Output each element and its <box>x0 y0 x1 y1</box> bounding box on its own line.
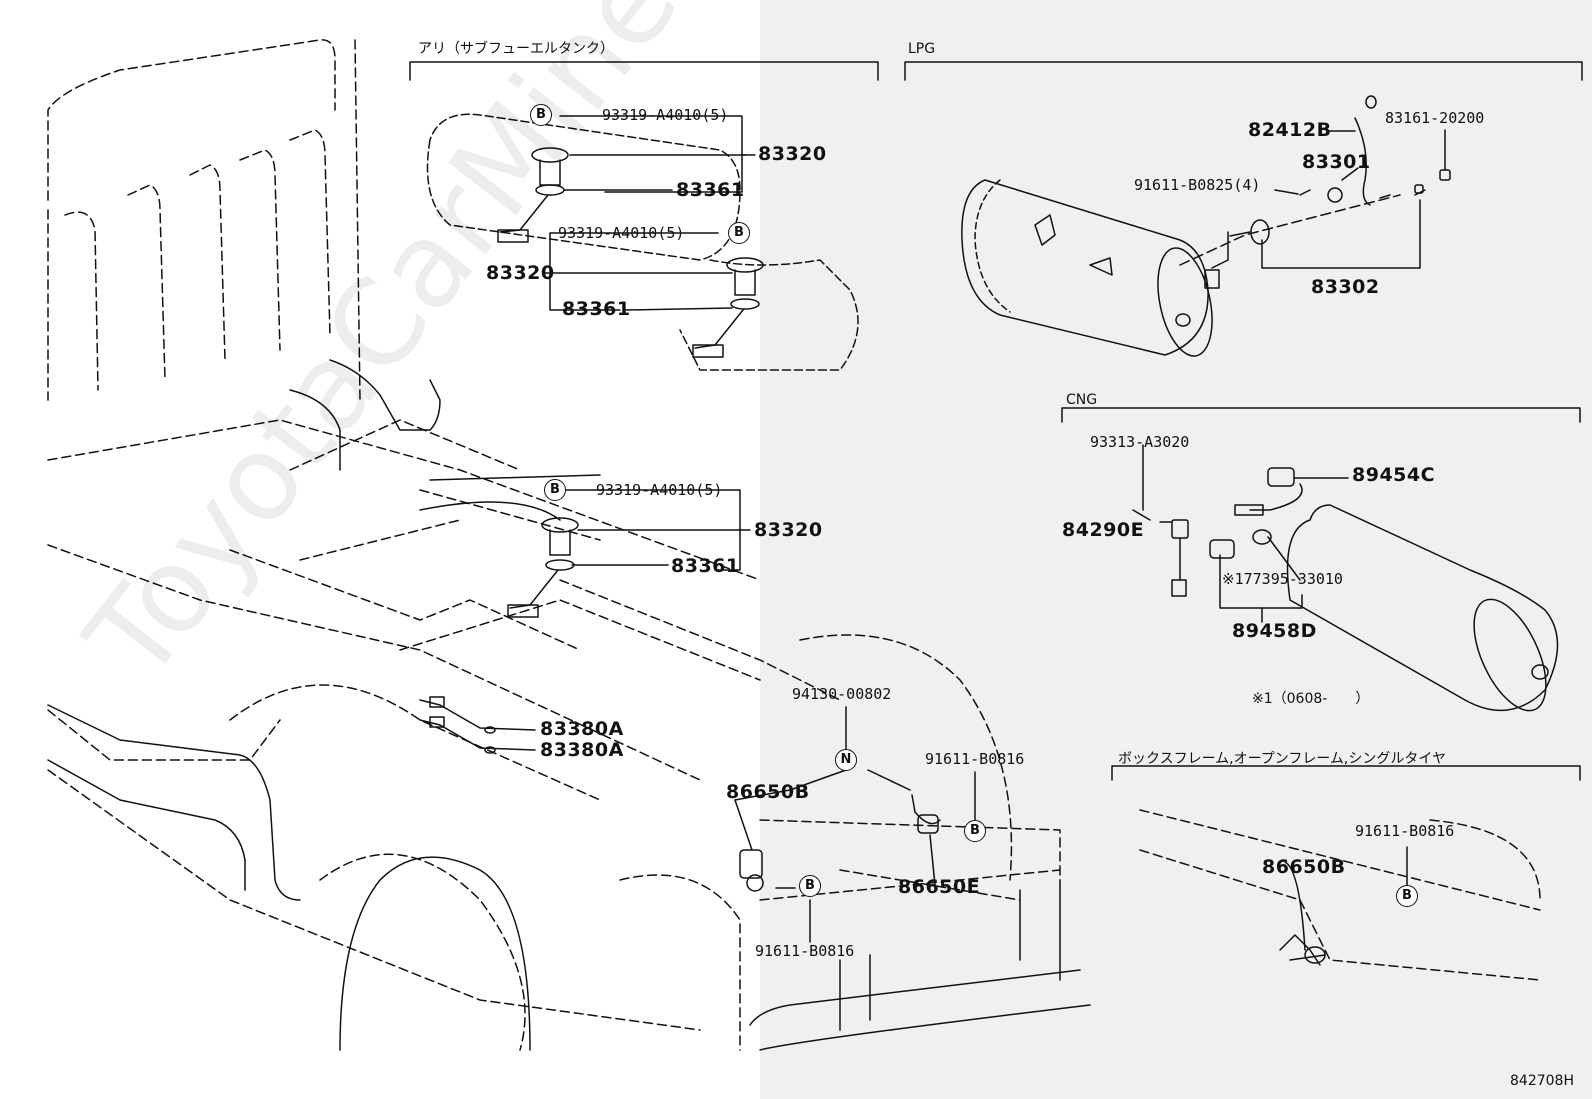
part-label: 83361 <box>676 179 745 201</box>
part-label: 83380A <box>540 739 624 761</box>
section-box-frame: ボックスフレーム,オープンフレーム,シングルタイヤ <box>1118 751 1446 767</box>
marker-b: B <box>799 875 821 897</box>
note: ※1（0608- ） <box>1252 691 1370 707</box>
marker-b: B <box>530 104 552 126</box>
section-lpg: LPG <box>908 41 936 57</box>
part-label: 83361 <box>562 298 631 320</box>
part-label: ※177395-33010 <box>1222 570 1343 588</box>
part-label: 83320 <box>758 143 827 165</box>
part-label: 83320 <box>486 262 555 284</box>
part-label: 89454C <box>1352 464 1436 486</box>
figure-code: 842708H <box>1510 1073 1574 1089</box>
part-label: 86650B <box>726 781 810 803</box>
shaded-panel <box>760 0 1592 1099</box>
marker-b: B <box>728 222 750 244</box>
part-label: 93319-A4010(5) <box>602 106 729 124</box>
part-label: 86650E <box>898 876 981 898</box>
marker-b: B <box>964 820 986 842</box>
part-label: 82412B <box>1248 119 1332 141</box>
part-label: 91611-B0825(4) <box>1134 176 1261 194</box>
part-label: 83301 <box>1302 151 1371 173</box>
part-label: 94130-00802 <box>792 685 892 703</box>
part-label: 93313-A3020 <box>1090 433 1190 451</box>
part-label: 91611-B0816 <box>1355 822 1455 840</box>
part-label: 83320 <box>754 519 823 541</box>
part-label: 91611-B0816 <box>755 942 855 960</box>
marker-n: N <box>835 749 857 771</box>
part-label: 84290E <box>1062 519 1145 541</box>
marker-b: B <box>1396 885 1418 907</box>
part-label: 89458D <box>1232 620 1317 642</box>
part-label: 93319-A4010(5) <box>558 224 685 242</box>
section-cng: CNG <box>1066 392 1098 408</box>
part-label: 91611-B0816 <box>925 750 1025 768</box>
part-label: 83361 <box>671 555 740 577</box>
part-label: 86650B <box>1262 856 1346 878</box>
part-label: 83380A <box>540 718 624 740</box>
part-label: 83302 <box>1311 276 1380 298</box>
part-label: 83161-20200 <box>1385 109 1485 127</box>
section-sub-tank: アリ（サブフューエルタンク） <box>418 41 614 57</box>
marker-b: B <box>544 479 566 501</box>
part-label: 93319-A4010(5) <box>596 481 723 499</box>
